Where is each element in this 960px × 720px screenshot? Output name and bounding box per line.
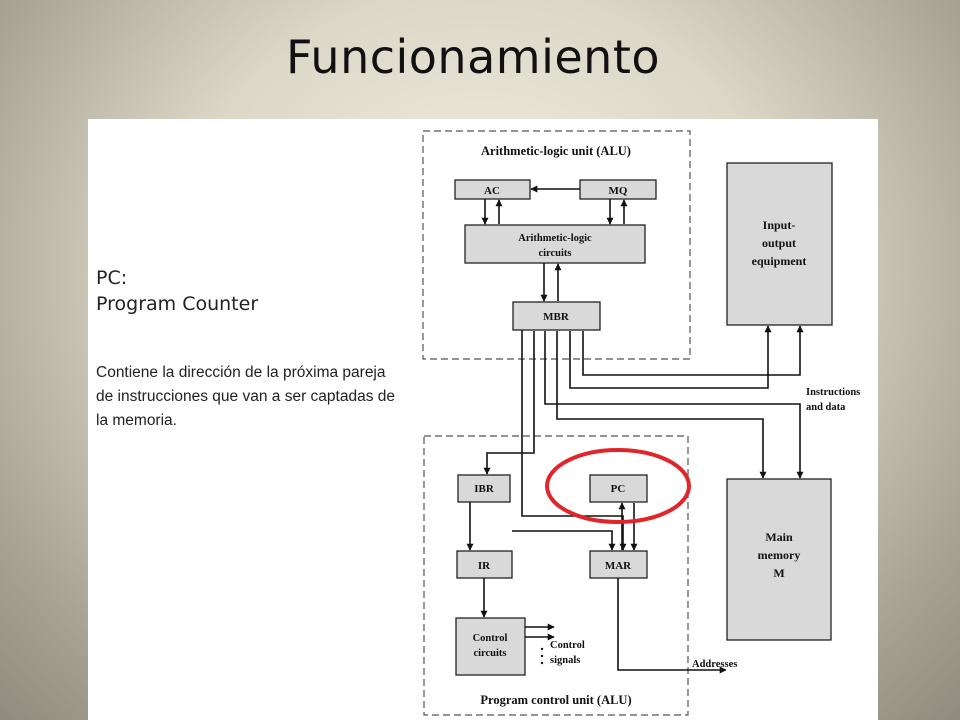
alu-label: Arithmetic-logic unit (ALU) [481, 144, 631, 158]
program-control-unit-label: Program control unit (ALU) [480, 693, 631, 707]
pc-description: Contiene la dirección de la próxima pare… [96, 364, 395, 429]
alu-connections [481, 185, 628, 302]
data-bus-lines [466, 325, 804, 674]
control-circuits-label-line1: Control [473, 633, 508, 644]
control-signals-label-line2: signals [550, 655, 580, 666]
addresses-label: Addresses [692, 659, 737, 670]
control-circuits [455, 617, 526, 676]
content-panel: PC: Program Counter Contiene la direcció… [88, 119, 878, 720]
ias-architecture-diagram: Arithmetic-logic unit (ALU) Program cont… [422, 130, 860, 716]
memory-label-line2: memory [758, 548, 801, 562]
program-control-unit-frame [423, 435, 689, 716]
ac-register [454, 179, 531, 200]
pc-heading-full: Program Counter [96, 293, 259, 315]
io-label-line1: Input- [763, 218, 796, 232]
memory-label-line1: Main [765, 530, 793, 544]
pc-heading: PC: Program Counter [96, 265, 258, 317]
alc-label-line1: Arithmetic-logic [518, 233, 592, 244]
main-memory [726, 478, 832, 641]
mbr-label: MBR [543, 311, 570, 323]
pc-label: PC [611, 483, 626, 495]
pc-highlight-ellipse [545, 448, 691, 524]
alc-label-line2: circuits [538, 248, 571, 259]
control-signals-label-line1: Control [550, 640, 585, 651]
ac-label: AC [484, 185, 500, 197]
instructions-data-label-line1: Instructions [806, 387, 860, 398]
ibr-register [457, 474, 511, 503]
mar-register [589, 550, 648, 579]
io-label-line2: output [762, 236, 796, 250]
pc-register [589, 474, 648, 503]
instructions-data-label-line2: and data [806, 402, 846, 413]
ibr-label: IBR [474, 483, 495, 495]
slide-title: Funcionamiento [285, 30, 661, 84]
ir-label: IR [478, 560, 491, 572]
memory-label-line3: M [773, 566, 784, 580]
control-signal-arrows [525, 623, 555, 665]
input-output-equipment [726, 162, 833, 326]
arithmetic-logic-circuits [464, 224, 646, 264]
pc-heading-abbr: PC: [96, 267, 128, 289]
mq-label: MQ [609, 185, 628, 197]
mar-label: MAR [605, 560, 632, 572]
io-label-line3: equipment [752, 254, 807, 268]
mbr-register [512, 301, 601, 331]
control-circuits-label-line2: circuits [473, 648, 506, 659]
